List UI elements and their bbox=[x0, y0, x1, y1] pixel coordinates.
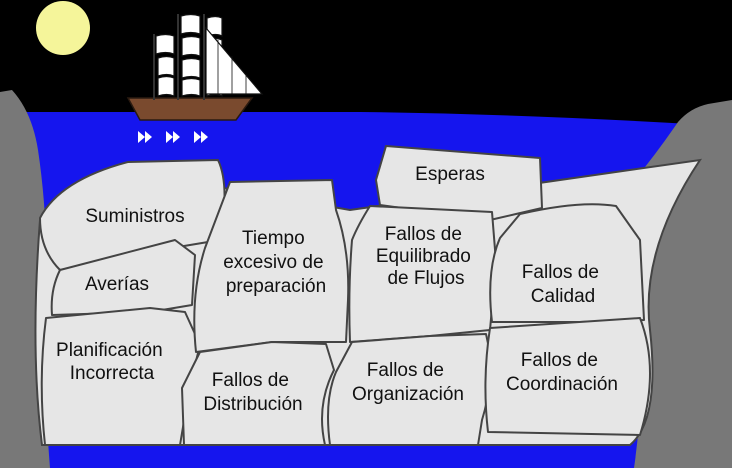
label-suministros: Suministros bbox=[85, 206, 184, 227]
rock-coordinacion bbox=[484, 317, 651, 436]
label-line: de Flujos bbox=[387, 268, 464, 289]
label-line: Fallos de bbox=[385, 224, 462, 245]
label-planificacion: Planificación Incorrecta bbox=[56, 340, 168, 384]
label-line: Fallos de bbox=[522, 262, 599, 283]
wake-arrows bbox=[138, 131, 208, 143]
label-distribucion: Fallos de Distribución bbox=[203, 370, 302, 415]
ship-icon bbox=[126, 13, 264, 121]
rock-averias bbox=[50, 239, 196, 316]
label-line: Planificación bbox=[56, 340, 163, 361]
label-line: Suministros bbox=[85, 206, 184, 227]
label-line: Fallos de bbox=[367, 360, 444, 381]
rock-tiempo bbox=[193, 179, 350, 353]
label-equilibrado: Fallos de Equilibrado de Flujos bbox=[376, 224, 476, 289]
label-line: Equilibrado bbox=[376, 246, 471, 267]
play-arrow-icon bbox=[138, 131, 152, 143]
label-line: Organización bbox=[352, 384, 464, 405]
label-averias: Averías bbox=[85, 274, 149, 295]
label-line: preparación bbox=[226, 276, 326, 297]
label-line: Fallos de bbox=[212, 370, 289, 391]
label-esperas: Esperas bbox=[415, 164, 485, 185]
label-line: Calidad bbox=[531, 286, 595, 307]
label-organizacion: Fallos de Organización bbox=[352, 360, 464, 405]
play-arrow-icon bbox=[166, 131, 180, 143]
label-line: Esperas bbox=[415, 164, 485, 185]
sun-icon bbox=[36, 1, 90, 55]
label-line: excesivo de bbox=[223, 252, 323, 273]
label-coordinacion: Fallos de Coordinación bbox=[506, 350, 618, 395]
rock-distribucion bbox=[181, 341, 335, 446]
label-calidad: Fallos de Calidad bbox=[522, 262, 604, 307]
label-line: Coordinación bbox=[506, 374, 618, 395]
label-line: Averías bbox=[85, 274, 149, 295]
label-tiempo: Tiempo excesivo de preparación bbox=[223, 228, 329, 297]
rock-esperas bbox=[375, 145, 543, 221]
label-line: Distribución bbox=[203, 394, 302, 415]
label-line: Tiempo bbox=[242, 228, 305, 249]
play-arrow-icon bbox=[194, 131, 208, 143]
label-line: Incorrecta bbox=[70, 363, 155, 384]
label-line: Fallos de bbox=[521, 350, 598, 371]
